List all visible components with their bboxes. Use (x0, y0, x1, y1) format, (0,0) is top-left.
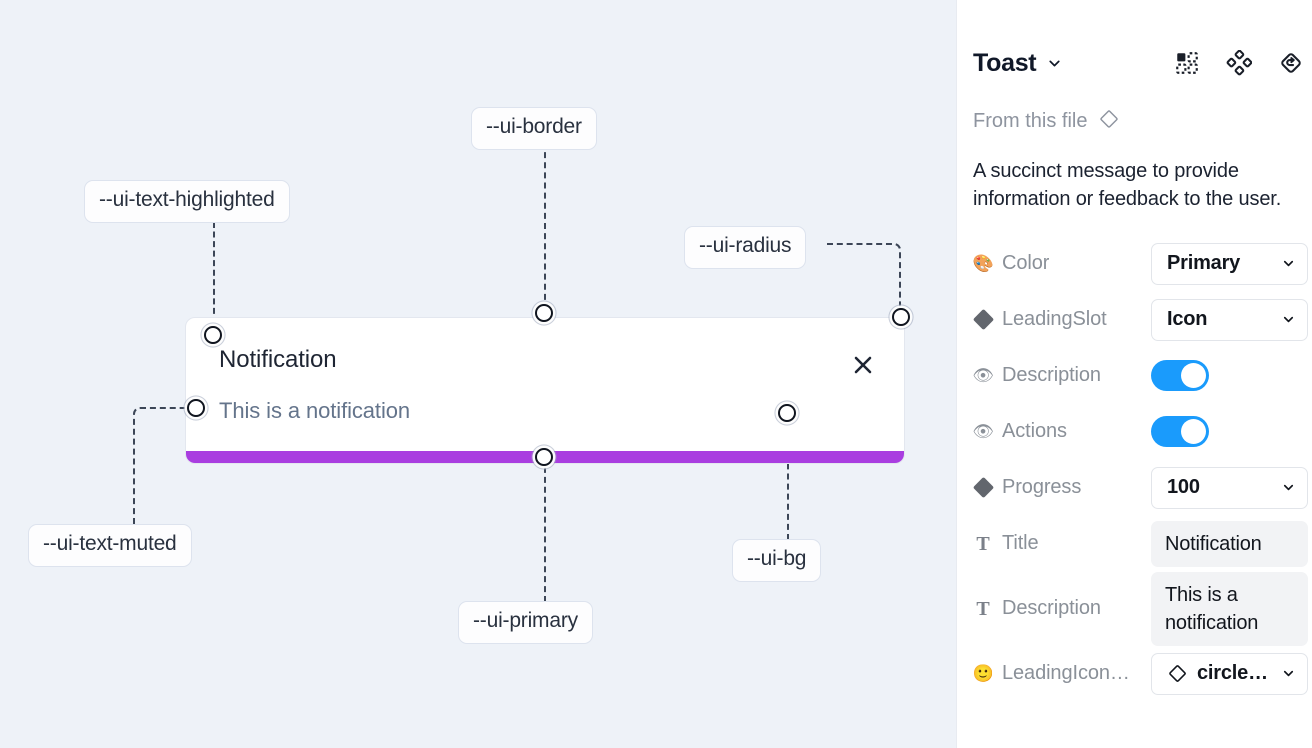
token-pill-radius[interactable]: --ui-radius (684, 226, 807, 269)
leadingicon-select[interactable]: circle… (1151, 652, 1308, 695)
anchor-handle-primary[interactable] (535, 448, 553, 466)
connector-primary (544, 457, 546, 602)
toggle-knob (1181, 363, 1206, 389)
property-list: 🎨 Color Primary (973, 236, 1308, 702)
text-type-icon: T (976, 532, 990, 555)
description-input[interactable]: This is a notification (1151, 571, 1308, 646)
toggle-knob (1181, 419, 1206, 445)
property-row-description-toggle: 👁 Description (973, 348, 1308, 404)
token-pill-text-muted[interactable]: --ui-text-muted (28, 524, 192, 567)
chevron-down-icon (1281, 480, 1296, 495)
leadingslot-select[interactable]: Icon (1151, 298, 1308, 341)
anchor-handle-border[interactable] (535, 304, 553, 322)
from-this-file-row[interactable]: From this file (973, 108, 1308, 135)
connector-radius (827, 243, 901, 315)
design-canvas[interactable]: Notification This is a notification --ui… (0, 0, 956, 748)
component-grid-icon[interactable] (1174, 50, 1200, 76)
property-label-leadingslot: LeadingSlot (973, 308, 1151, 331)
chevron-down-icon[interactable] (1046, 55, 1063, 72)
chevron-down-icon (1281, 256, 1296, 271)
property-label-color: 🎨 Color (973, 252, 1050, 275)
token-pill-border[interactable]: --ui-border (471, 107, 597, 150)
property-label-description-text: T Description (973, 597, 1151, 620)
anchor-handle-radius[interactable] (892, 308, 910, 326)
property-row-progress: Progress 100 (973, 460, 1308, 516)
actions-toggle[interactable] (1151, 416, 1209, 448)
from-this-file-label: From this file (973, 110, 1088, 132)
panel-header-actions (1174, 50, 1308, 76)
toast-title: Notification (219, 346, 337, 373)
property-row-leadingslot: LeadingSlot Icon (973, 292, 1308, 348)
eye-emoji-icon: 👁 (973, 366, 994, 386)
smiley-emoji-icon: 🙂 (973, 664, 994, 684)
chevron-down-icon (1281, 312, 1296, 327)
text-type-icon: T (976, 597, 990, 620)
component-description: A succinct message to provide informatio… (973, 160, 1282, 211)
panel-header: Toast (973, 36, 1308, 90)
diamond-outline-icon (1098, 108, 1120, 135)
anchor-handle-text-muted[interactable] (187, 399, 205, 417)
diamond-icon (973, 309, 994, 331)
panel-title: Toast (973, 48, 1037, 77)
description-toggle[interactable] (1151, 360, 1209, 392)
toast-component[interactable]: Notification This is a notification (185, 317, 905, 464)
token-pill-bg[interactable]: --ui-bg (732, 539, 822, 582)
eye-emoji-icon: 👁 (973, 422, 994, 442)
color-select[interactable]: Primary (1151, 242, 1308, 285)
property-label-leadingicon: 🙂 LeadingIcon… (973, 662, 1130, 685)
title-input[interactable]: Notification (1151, 520, 1308, 567)
property-row-color: 🎨 Color Primary (973, 236, 1308, 292)
property-row-leadingicon: 🙂 LeadingIcon… circle… (973, 646, 1308, 702)
property-row-title: T Title Notification (973, 516, 1308, 572)
connector-text-muted (133, 407, 197, 525)
properties-panel: Toast (956, 0, 1312, 748)
property-label-actions-toggle: 👁 Actions (973, 420, 1067, 443)
token-pill-text-highlighted[interactable]: --ui-text-highlighted (84, 180, 290, 223)
property-label-description-toggle: 👁 Description (973, 364, 1101, 387)
anchor-handle-text-highlighted[interactable] (204, 326, 222, 344)
chevron-down-icon (1281, 666, 1296, 681)
anchor-handle-bg[interactable] (778, 404, 796, 422)
variant-diamond-cluster-icon[interactable] (1226, 50, 1252, 76)
property-label-progress: Progress (973, 476, 1151, 499)
connector-border (544, 142, 546, 310)
property-row-actions-toggle: 👁 Actions (973, 404, 1308, 460)
reset-instance-icon[interactable] (1278, 50, 1304, 76)
toast-description: This is a notification (219, 398, 410, 423)
progress-select[interactable]: 100 (1151, 466, 1308, 509)
property-label-title: T Title (973, 532, 1151, 555)
property-row-description-text: T Description This is a notification (973, 571, 1308, 646)
diamond-outline-icon (1167, 663, 1188, 684)
diamond-icon (973, 477, 994, 499)
token-pill-primary[interactable]: --ui-primary (458, 601, 593, 644)
close-x-icon[interactable] (850, 352, 876, 378)
palette-emoji-icon: 🎨 (973, 254, 994, 274)
